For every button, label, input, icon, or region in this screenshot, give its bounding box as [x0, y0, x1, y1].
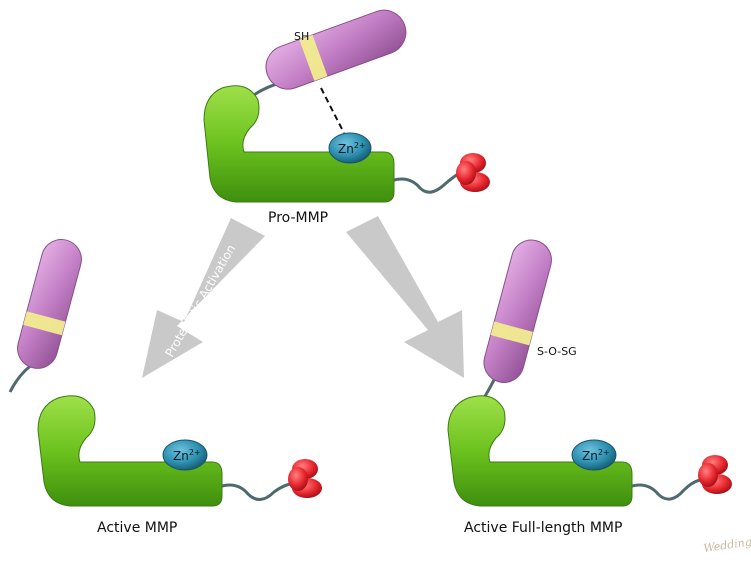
propeptide-domain — [265, 9, 407, 90]
fulllength-zinc-ion — [571, 439, 617, 471]
s-o-sg-label: S-O-SG — [537, 345, 577, 358]
propeptide-band — [299, 34, 328, 81]
fulllength-hinge-linker — [631, 478, 701, 501]
zinc-label: Zn2+ — [338, 141, 366, 156]
fulllength-zinc-label: Zn2+ — [582, 448, 610, 463]
released-propeptide-band — [23, 311, 66, 336]
right-activation-arrow — [346, 216, 464, 378]
fulllength-propeptide-band — [490, 321, 533, 346]
pro-mmp-complex: Zn2+ — [203, 9, 490, 203]
fulllength-catalytic-domain — [447, 395, 633, 507]
active-zinc-label: Zn2+ — [173, 448, 201, 463]
catalytic-domain — [203, 85, 395, 203]
left-activation-arrow: Proteolytic Activation — [142, 218, 265, 378]
active-full-length-mmp-complex: Zn2+ — [447, 239, 732, 507]
released-propeptide — [17, 238, 82, 369]
sh-label: SH — [294, 30, 310, 43]
active-hinge-linker — [221, 482, 291, 501]
pro-mmp-label: Pro-MMP — [268, 210, 329, 226]
active-mmp-complex: Zn2+ — [8, 238, 322, 507]
active-mmp-label: Active MMP — [97, 520, 178, 536]
cysteine-switch-bond — [320, 87, 345, 134]
fulllength-hemopexin-domain — [698, 455, 732, 494]
active-full-length-mmp-label: Active Full-length MMP — [464, 520, 623, 536]
fulllength-propeptide — [483, 239, 552, 383]
artist-signature: Wedding — [703, 535, 751, 555]
hinge-linker — [393, 172, 459, 194]
zinc-ion — [328, 132, 372, 164]
active-hemopexin-domain — [288, 459, 322, 498]
active-zinc-ion — [162, 439, 208, 471]
hemopexin-domain — [456, 153, 490, 192]
active-catalytic-domain — [37, 395, 223, 507]
